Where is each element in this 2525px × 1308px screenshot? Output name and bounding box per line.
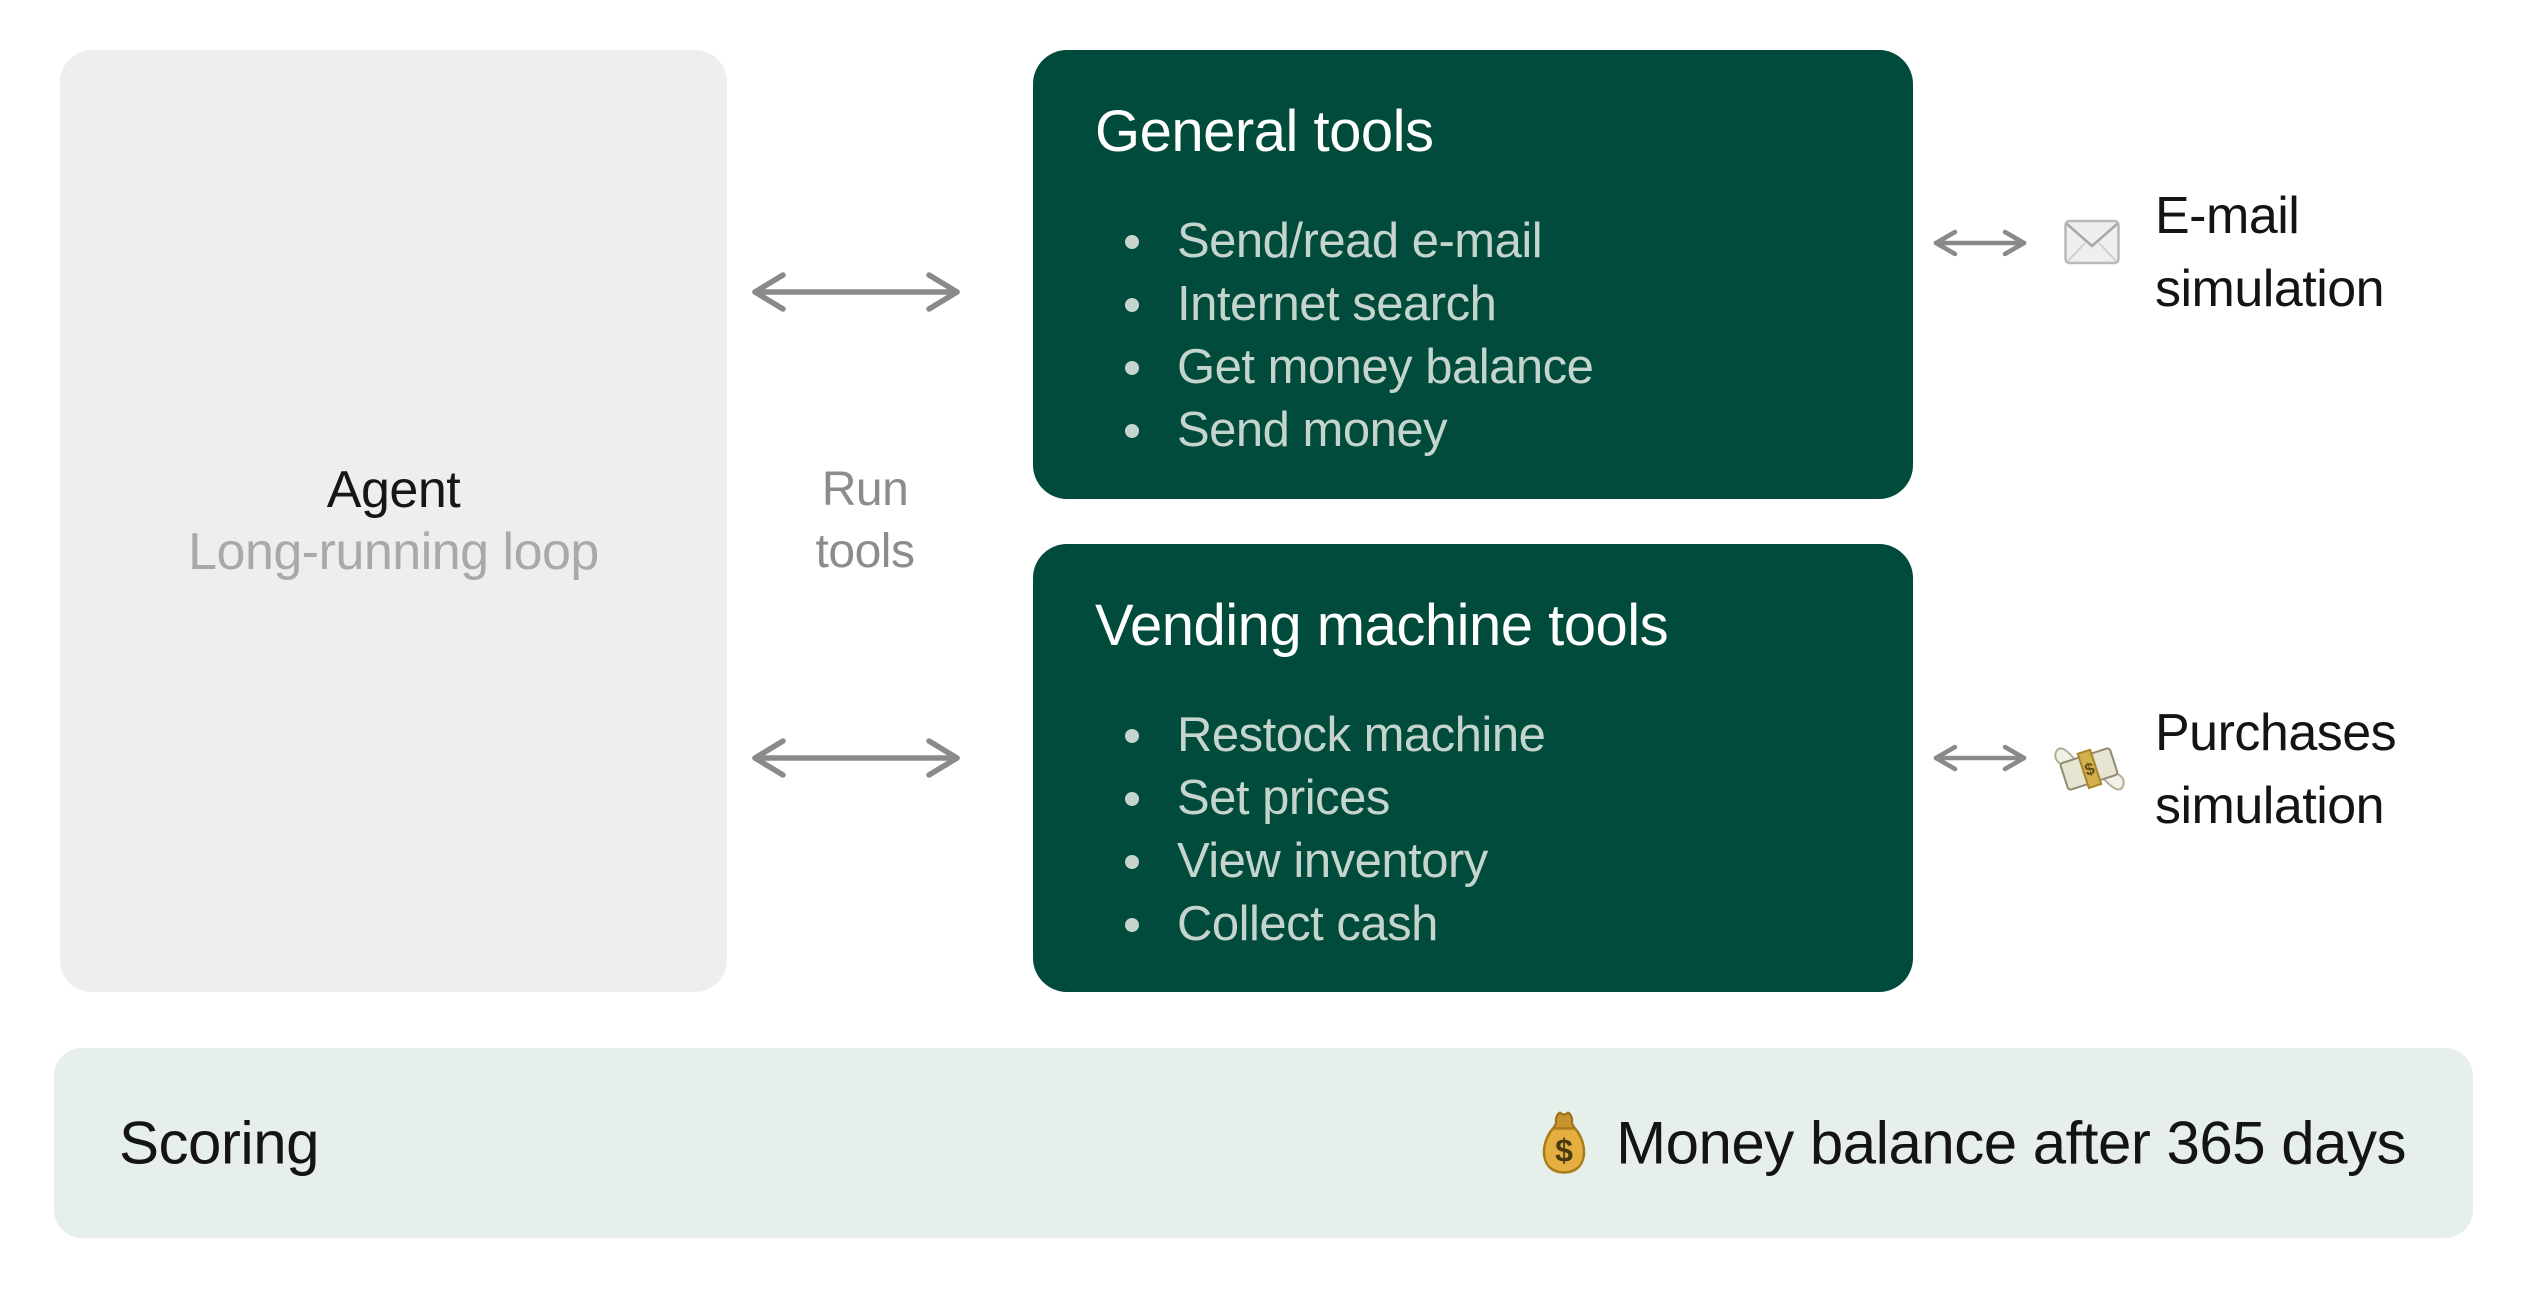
general-tools-list: Send/read e-mail Internet search Get mon… [1095, 210, 1863, 462]
svg-text:$: $ [1555, 1133, 1573, 1169]
vending-machine-tools-list: Restock machine Set prices View inventor… [1095, 704, 1863, 956]
list-item: Collect cash [1095, 893, 1863, 956]
agent-subtitle: Long-running loop [188, 523, 599, 581]
agent-general-tools-arrow-icon [745, 270, 967, 314]
money-with-wings-icon: $ [2053, 738, 2125, 800]
purchases-simulation-label: Purchases simulation [2155, 704, 2397, 835]
list-item: Send/read e-mail [1095, 210, 1863, 273]
run-tools-line1: Run [821, 463, 909, 516]
email-simulation-label: E-mail simulation [2155, 187, 2385, 318]
scoring-bar: Scoring $ Money balance after 365 days [54, 1048, 2473, 1238]
email-sim-arrow-icon [1930, 228, 2030, 258]
run-tools-label: Run tools [790, 459, 940, 583]
run-tools-line2: tools [815, 525, 915, 578]
vending-machine-tools-box: Vending machine tools Restock machine Se… [1033, 544, 1913, 992]
list-item: Set prices [1095, 767, 1863, 830]
agent-title: Agent [326, 461, 461, 519]
list-item: Restock machine [1095, 704, 1863, 767]
scoring-metric: $ Money balance after 365 days [1538, 1109, 2406, 1178]
list-item: Send money [1095, 399, 1863, 462]
purchases-sim-arrow-icon [1930, 743, 2030, 773]
envelope-icon [2064, 219, 2120, 265]
agent-vending-tools-arrow-icon [745, 736, 967, 780]
general-tools-title: General tools [1095, 99, 1434, 164]
list-item: Internet search [1095, 273, 1863, 336]
money-bag-icon: $ [1538, 1110, 1590, 1177]
agent-box: Agent Long-running loop [60, 50, 727, 992]
scoring-metric-text: Money balance after 365 days [1616, 1109, 2406, 1177]
list-item: View inventory [1095, 830, 1863, 893]
scoring-title: Scoring [119, 1109, 319, 1177]
list-item: Get money balance [1095, 336, 1863, 399]
general-tools-box: General tools Send/read e-mail Internet … [1033, 50, 1913, 499]
vending-machine-tools-title: Vending machine tools [1095, 593, 1669, 658]
